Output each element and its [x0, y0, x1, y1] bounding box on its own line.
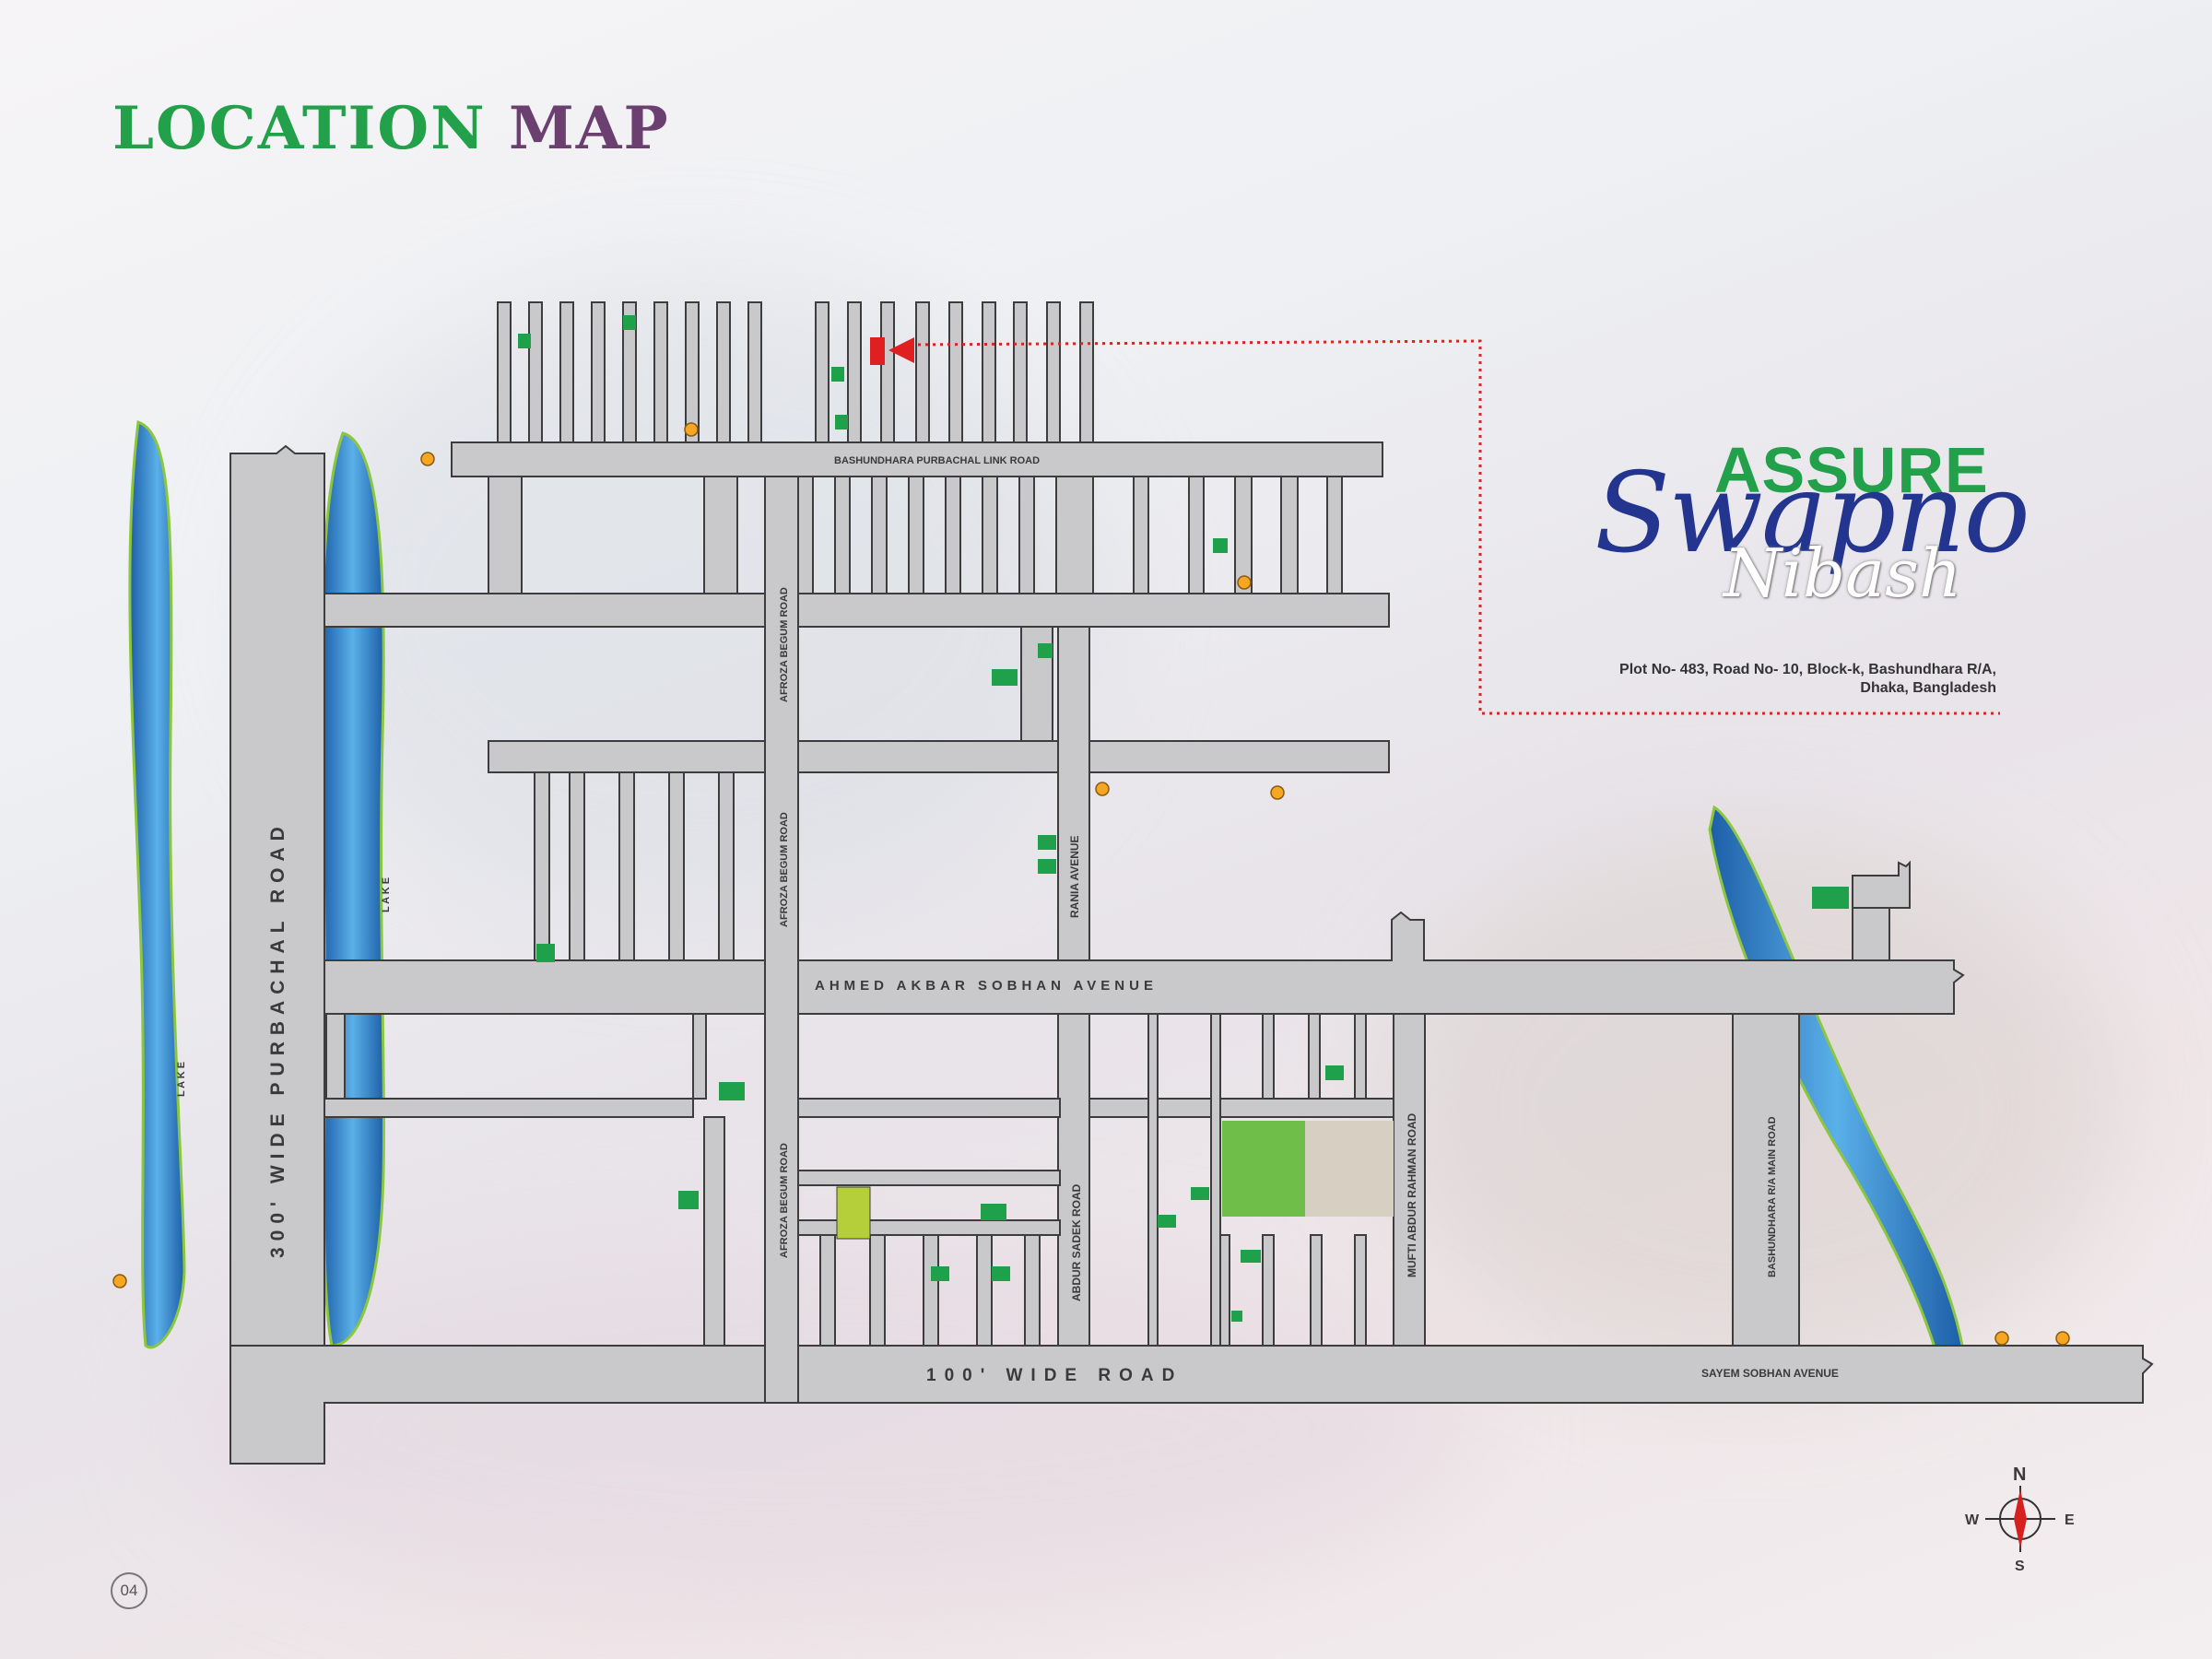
- road-rania: [1057, 626, 1090, 961]
- address-line-1: Plot No- 483, Road No- 10, Block-k, Bash…: [1619, 662, 1996, 677]
- compass-s: S: [2015, 1559, 2025, 1574]
- label-mufti: MUFTI ABDUR RAHMAN ROAD: [1406, 1112, 1418, 1277]
- compass-e: E: [2065, 1512, 2075, 1528]
- label-abdur-sadek: ABDUR SADEK ROAD: [1070, 1183, 1083, 1301]
- label-100-wide: 100' WIDE ROAD: [926, 1366, 1182, 1385]
- target-plot: [870, 337, 885, 365]
- label-afroza-2: AFROZA BEGUM ROAD: [779, 812, 790, 927]
- label-lake-2: L A K E: [381, 877, 392, 912]
- lake-west: [128, 419, 186, 1349]
- title-map: MAP: [508, 94, 670, 163]
- brand-swapno: Swapno: [1594, 450, 2030, 578]
- brand-logo: ASSURE Swapno Nibash: [1585, 415, 2030, 710]
- mosque-complex: [1305, 1121, 1394, 1217]
- road-16a: [797, 1170, 1061, 1186]
- label-300-purbachal: 300' WIDE PURBACHAL ROAD: [267, 820, 288, 1258]
- road-block-f-h: [797, 1098, 1061, 1118]
- label-lake-1: L A K E: [176, 1062, 187, 1097]
- label-afroza-1: AFROZA BEGUM ROAD: [779, 587, 790, 702]
- road-row-g: [324, 1098, 694, 1118]
- compass-n: N: [2013, 1465, 2026, 1485]
- compass-w: W: [1965, 1512, 1980, 1528]
- road-block-d-row: [1088, 1098, 1394, 1118]
- title-location: LOCATION: [112, 94, 487, 163]
- brand-nibash: Nibash: [1724, 535, 1962, 612]
- label-bash-main: BASHUNDHARA R/A MAIN ROAD: [1767, 1116, 1778, 1277]
- target-arrow: [888, 337, 914, 363]
- target-path: [910, 339, 2000, 715]
- label-rania: RANIA AVENUE: [1068, 835, 1081, 918]
- label-ahmed-akbar: AHMED AKBAR SOBHAN AVENUE: [815, 978, 1158, 994]
- page-title: LOCATION MAP: [112, 94, 670, 163]
- road-afroza: [764, 476, 799, 1404]
- road-row-3: [488, 740, 1390, 773]
- road-row-2: [324, 593, 1390, 628]
- mosque-green: [1222, 1121, 1305, 1217]
- address-line-2: Dhaka, Bangladesh: [1860, 680, 1996, 696]
- label-purbachal-link: BASHUNDHARA PURBACHAL LINK ROAD: [834, 455, 1040, 466]
- vns-block: [836, 1186, 871, 1240]
- page-number: 04: [111, 1572, 147, 1609]
- road-bash-main: [1732, 1013, 1800, 1347]
- project-markers: [518, 315, 1849, 1322]
- label-afroza-3: AFROZA BEGUM ROAD: [779, 1143, 790, 1258]
- road-lakeview-stub: [1852, 860, 1911, 909]
- lake-middle: [320, 431, 385, 1347]
- compass: N S E W: [1965, 1465, 2075, 1574]
- road-ahmed-akbar: [324, 911, 1965, 1015]
- road-mufti: [1393, 1013, 1426, 1347]
- poi-markers: [112, 422, 2070, 1346]
- road-100-wide: [229, 1345, 2154, 1465]
- brand-assure: ASSURE: [1714, 434, 1989, 506]
- label-sayem: SAYEM SOBHAN AVENUE: [1701, 1367, 1839, 1380]
